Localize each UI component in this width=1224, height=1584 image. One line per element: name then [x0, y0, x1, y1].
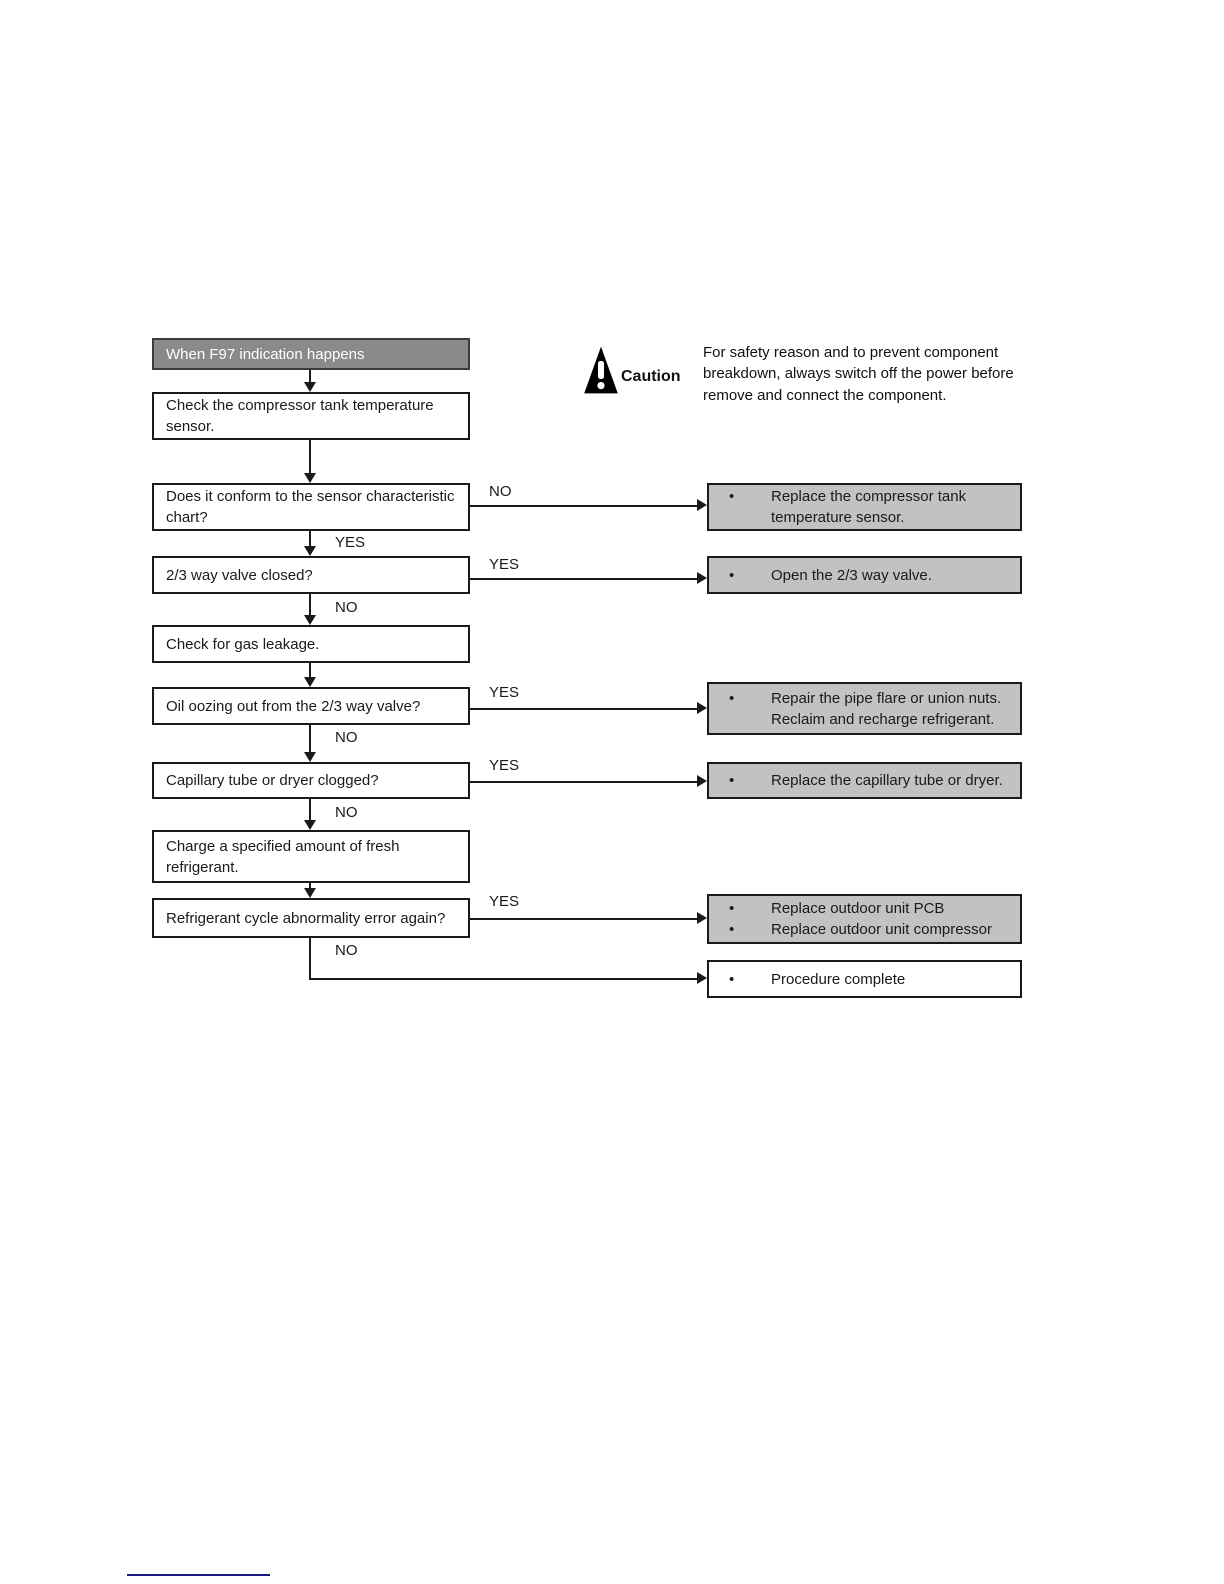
arrow-right-icon — [697, 499, 707, 511]
result-replace-sensor-label: Replace the compressor tank temperature … — [771, 488, 967, 526]
connector-line — [309, 799, 311, 820]
warning-triangle-icon — [583, 344, 619, 401]
flow-step-check-sensor-label: Check the compressor tank temperature se… — [166, 397, 434, 435]
flow-step-charge-label: Charge a specified amount of fresh refri… — [166, 837, 400, 876]
result-open-valve: • Open the 2/3 way valve. — [707, 556, 1022, 594]
result-open-valve-label: Open the 2/3 way valve. — [771, 566, 932, 584]
connector-line — [309, 725, 311, 752]
arrow-right-icon — [697, 702, 707, 714]
branch-label-no: NO — [333, 942, 360, 959]
footer-link-line — [127, 1574, 270, 1576]
connector-line — [309, 440, 311, 473]
connector-line — [309, 370, 311, 384]
result-replace-capillary: • Replace the capillary tube or dryer. — [707, 762, 1022, 799]
flow-decision-valve-closed-label: 2/3 way valve closed? — [166, 566, 313, 584]
flow-decision-error-again: Refrigerant cycle abnormality error agai… — [152, 898, 470, 938]
arrow-right-icon — [697, 912, 707, 924]
branch-label-yes: YES — [333, 534, 368, 551]
arrow-down-icon — [304, 546, 316, 556]
connector-line — [470, 708, 697, 710]
flow-decision-conform-label: Does it conform to the sensor characteri… — [166, 488, 455, 526]
flow-decision-capillary: Capillary tube or dryer clogged? — [152, 762, 470, 799]
bullet-icon: • — [729, 689, 735, 707]
result-replace-pcb-compressor: • Replace outdoor unit PCB • Replace out… — [707, 894, 1022, 944]
flow-step-gas-leak: Check for gas leakage. — [152, 625, 470, 663]
arrow-down-icon — [304, 820, 316, 830]
connector-line — [470, 781, 697, 783]
arrow-right-icon — [697, 775, 707, 787]
flow-start-node: When F97 indication happens — [152, 338, 470, 370]
arrow-down-icon — [304, 473, 316, 483]
flow-start-label: When F97 indication happens — [166, 345, 365, 363]
connector-line — [470, 578, 697, 580]
result-replace-compressor-label: Replace outdoor unit compressor — [771, 921, 992, 938]
connector-line — [309, 594, 311, 615]
arrow-right-icon — [697, 572, 707, 584]
branch-label-no: NO — [333, 729, 360, 746]
arrow-right-icon — [697, 972, 707, 984]
bullet-icon: • — [729, 970, 735, 988]
caution-text: For safety reason and to prevent compone… — [703, 344, 1014, 404]
arrow-down-icon — [304, 677, 316, 687]
branch-label-no: NO — [487, 483, 514, 500]
arrow-down-icon — [304, 888, 316, 898]
arrow-down-icon — [304, 615, 316, 625]
flow-step-gas-leak-label: Check for gas leakage. — [166, 635, 320, 653]
flow-decision-error-again-label: Refrigerant cycle abnormality error agai… — [166, 909, 446, 927]
connector-line — [309, 663, 311, 677]
result-procedure-complete-label: Procedure complete — [771, 970, 906, 988]
branch-label-no: NO — [333, 599, 360, 616]
connector-line — [309, 978, 697, 980]
branch-label-yes: YES — [487, 893, 522, 910]
branch-label-yes: YES — [487, 684, 522, 701]
connector-line — [309, 883, 311, 888]
result-replace-sensor: • Replace the compressor tank temperatur… — [707, 483, 1022, 531]
bullet-icon: • — [729, 900, 735, 917]
branch-label-no: NO — [333, 804, 360, 821]
result-procedure-complete: • Procedure complete — [707, 960, 1022, 998]
bullet-icon: • — [729, 921, 735, 938]
flow-decision-oil-oozing-label: Oil oozing out from the 2/3 way valve? — [166, 697, 421, 715]
arrow-down-icon — [304, 752, 316, 762]
flow-step-charge: Charge a specified amount of fresh refri… — [152, 830, 470, 883]
bullet-icon: • — [729, 772, 735, 789]
result-replace-pcb-label: Replace outdoor unit PCB — [771, 900, 945, 917]
result-repair-pipe-label: Repair the pipe flare or union nuts. Rec… — [771, 689, 1002, 728]
result-repair-pipe: • Repair the pipe flare or union nuts. R… — [707, 682, 1022, 735]
connector-line — [470, 918, 697, 920]
caution-label: Caution — [621, 368, 681, 385]
branch-label-yes: YES — [487, 757, 522, 774]
branch-label-yes: YES — [487, 556, 522, 573]
flow-decision-capillary-label: Capillary tube or dryer clogged? — [166, 772, 379, 789]
result-replace-capillary-label: Replace the capillary tube or dryer. — [771, 772, 1003, 789]
arrow-down-icon — [304, 382, 316, 392]
bullet-icon: • — [729, 566, 735, 584]
bullet-icon: • — [729, 488, 735, 505]
flow-decision-conform: Does it conform to the sensor characteri… — [152, 483, 470, 531]
connector-line — [309, 938, 311, 980]
flow-step-check-sensor: Check the compressor tank temperature se… — [152, 392, 470, 440]
connector-line — [309, 531, 311, 546]
connector-line — [470, 505, 697, 507]
flow-decision-valve-closed: 2/3 way valve closed? — [152, 556, 470, 594]
flow-decision-oil-oozing: Oil oozing out from the 2/3 way valve? — [152, 687, 470, 725]
